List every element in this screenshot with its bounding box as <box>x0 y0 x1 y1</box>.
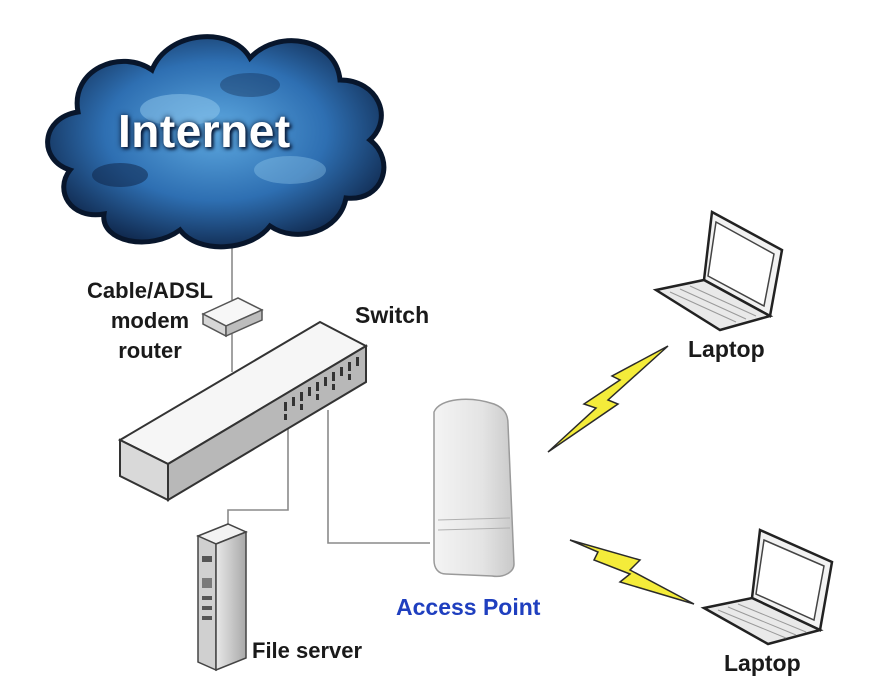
file-server-icon <box>198 524 246 670</box>
modem-label: Cable/ADSL modem router <box>60 276 240 366</box>
access-point-label: Access Point <box>396 594 540 621</box>
modem-label-line-3: router <box>60 336 240 366</box>
modem-label-line-1: Cable/ADSL <box>60 276 240 306</box>
laptop-bottom-label: Laptop <box>724 650 801 677</box>
switch-to-ap-line <box>328 410 430 543</box>
lightning-top <box>548 346 668 452</box>
modem-label-line-2: modem <box>60 306 240 336</box>
switch-label: Switch <box>355 302 429 329</box>
file-server-label: File server <box>252 638 362 664</box>
internet-label: Internet <box>118 104 291 158</box>
laptop-icon <box>704 530 832 644</box>
lightning-icon <box>548 346 694 604</box>
access-point-icon <box>434 399 514 576</box>
laptop-top-label: Laptop <box>688 336 765 363</box>
laptop-icon <box>656 212 782 330</box>
lightning-bottom <box>570 540 694 604</box>
